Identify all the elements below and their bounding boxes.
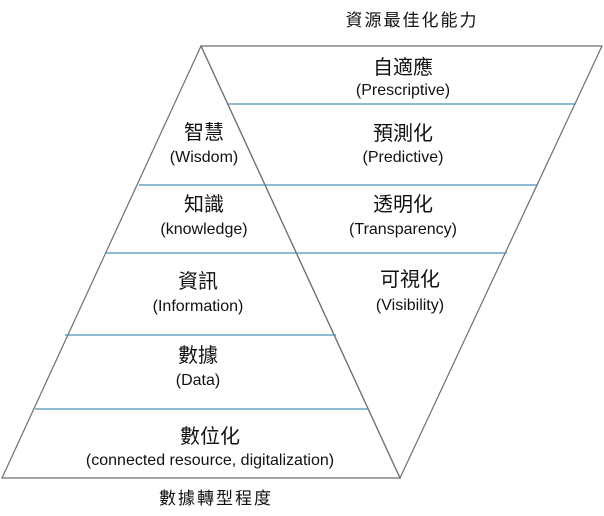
- pyramid-level-1-zh: 智慧: [184, 120, 224, 144]
- pyramid-level-4-zh: 數據: [178, 343, 218, 367]
- pyramid-outline: [1, 44, 401, 479]
- pyramid-level-3-en: (Information): [152, 298, 244, 315]
- pyramid-level-5-en: (connected resource, digitalization): [85, 452, 335, 469]
- pyramid-level-5-zh: 數位化: [180, 424, 240, 448]
- inverted-level-1-zh: 自適應: [373, 55, 433, 79]
- inverted-pyramid-outline: [200, 45, 603, 480]
- pyramid-level-2-zh: 知識: [184, 192, 224, 216]
- inverted-level-2-en: (Predictive): [362, 149, 444, 166]
- top-caption: 資源最佳化能力: [345, 11, 479, 31]
- pyramid-level-1-en: (Wisdom): [169, 149, 239, 166]
- inverted-level-1-en: (Prescriptive): [355, 82, 451, 99]
- bottom-caption: 數據轉型程度: [159, 489, 273, 509]
- inverted-level-2-zh: 預測化: [373, 121, 433, 145]
- pyramid-level-2-en: (knowledge): [160, 221, 248, 238]
- inverted-level-4-zh: 可視化: [380, 267, 440, 291]
- pyramid-level-4-en: (Data): [175, 372, 221, 389]
- pyramid-level-3-zh: 資訊: [178, 269, 218, 293]
- inverted-level-4-en: (Visibility): [375, 297, 445, 314]
- inverted-level-3-zh: 透明化: [373, 192, 433, 216]
- inverted-level-3-en: (Transparency): [349, 221, 457, 238]
